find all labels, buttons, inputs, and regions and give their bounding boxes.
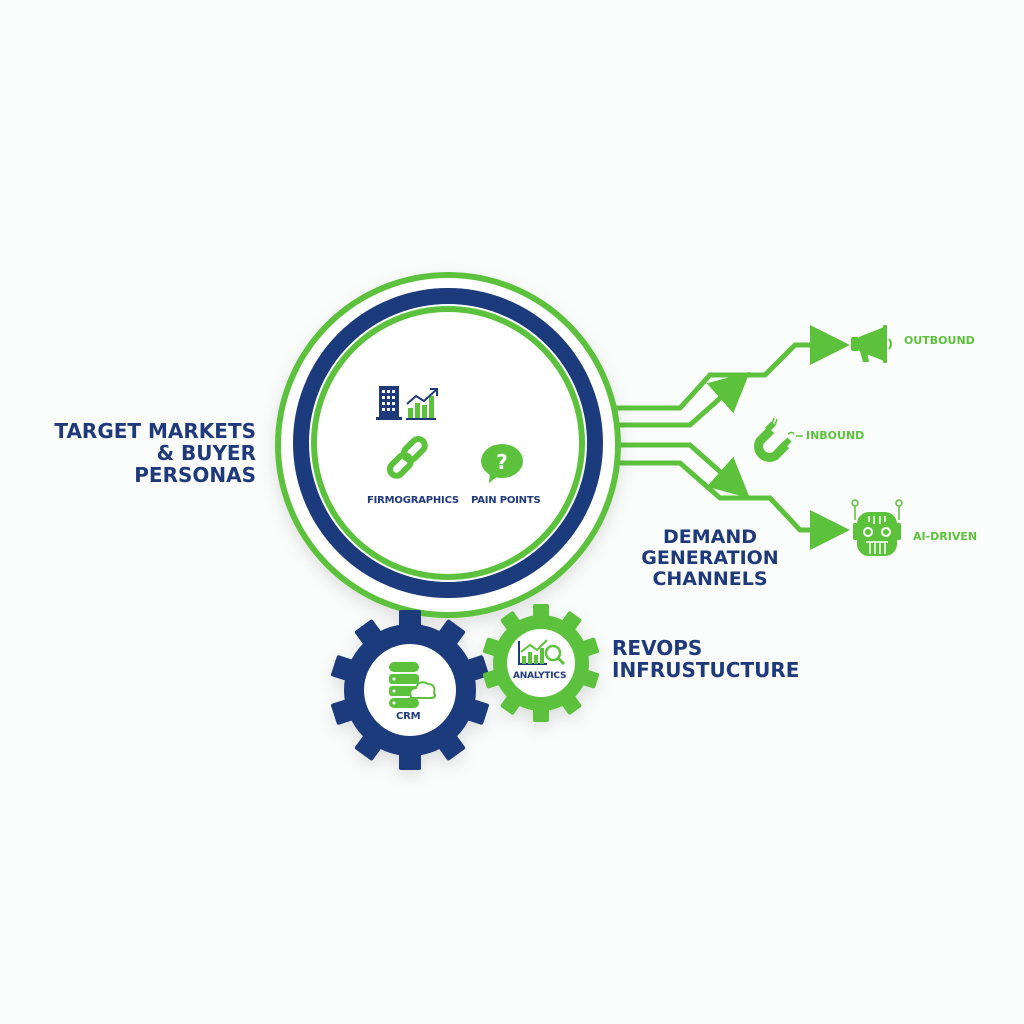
analytics-label: ANALYTICS [513,671,567,681]
connector-outbound [590,325,850,411]
revops-title: REVOPS INFRUSTUCTURE [612,637,799,681]
database-cloud-icon [389,662,437,708]
connector-ai [590,460,850,550]
link-icon [386,435,428,479]
connector-mid [590,442,750,499]
target-title-line2: & BUYER PERSONAS [134,441,256,487]
demand-title-line3: CHANNELS [652,567,768,590]
pain-points-label: PAIN POINTS [471,495,541,506]
target-markets-title: TARGET MARKETS & BUYER PERSONAS [40,420,256,486]
magnet-icon [754,417,803,462]
svg-text:?: ? [496,450,508,474]
crm-label: CRM [396,711,421,722]
channel-ai-driven-label: AI-DRIVEN [913,530,978,543]
target-title-line1: TARGET MARKETS [54,419,256,443]
robot-icon [851,499,903,556]
demand-title-line1: DEMAND [662,526,758,548]
channel-outbound-label: OUTBOUND [904,334,975,347]
connector-inbound [590,371,750,428]
building-growth-chart-icon [376,386,438,420]
target-markets-circle [275,272,621,618]
demand-title-line2: GENERATION [641,546,779,569]
firmographics-label: FIRMOGRAPHICS [367,495,459,506]
demand-generation-title: DEMAND GENERATION CHANNELS [630,527,790,590]
channel-inbound-label: INBOUND [806,429,865,442]
revops-title-line1: REVOPS [612,636,703,660]
channel-connectors [590,325,850,550]
revops-title-line2: INFRUSTUCTURE [612,658,800,682]
megaphone-icon [851,325,892,363]
question-bubble-icon: ? [481,444,523,483]
analytics-magnifier-icon [518,639,566,666]
